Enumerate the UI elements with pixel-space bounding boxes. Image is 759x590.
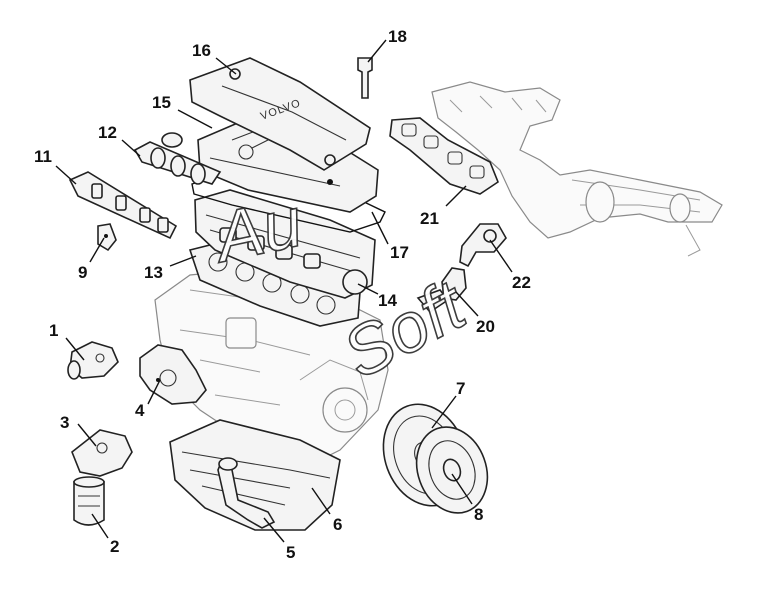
callout-15: 15 bbox=[152, 93, 171, 112]
leader-1 bbox=[65, 337, 85, 361]
callout-16: 16 bbox=[192, 41, 211, 60]
callout-1: 1 bbox=[49, 321, 58, 340]
leader-15 bbox=[177, 109, 213, 129]
leader-16 bbox=[215, 57, 237, 75]
lifting-eye bbox=[416, 267, 467, 314]
leader-lines bbox=[55, 39, 513, 543]
bracket bbox=[459, 223, 507, 268]
callout-18: 18 bbox=[388, 27, 407, 46]
clutch-disc bbox=[415, 426, 489, 514]
fuel-rail bbox=[68, 171, 178, 240]
callout-3: 3 bbox=[60, 413, 69, 432]
leader-3 bbox=[77, 423, 97, 447]
leader-18 bbox=[367, 39, 387, 63]
leader-13 bbox=[169, 255, 197, 267]
exhaust-manifold-gasket bbox=[389, 117, 499, 195]
callout-8: 8 bbox=[474, 505, 483, 524]
callout-14: 14 bbox=[378, 291, 397, 310]
leader-11 bbox=[55, 165, 77, 185]
callout-labels: 1 2 3 4 5 6 7 8 9 11 12 13 14 15 16 17 1… bbox=[34, 27, 531, 562]
callout-2: 2 bbox=[110, 537, 119, 556]
camshaft bbox=[133, 132, 222, 185]
leader-5 bbox=[263, 517, 285, 543]
leader-20 bbox=[455, 291, 479, 317]
callout-6: 6 bbox=[333, 515, 342, 534]
leader-22 bbox=[489, 239, 513, 273]
water-pump-housing bbox=[139, 344, 207, 405]
oil-pan bbox=[169, 419, 341, 531]
callout-11: 11 bbox=[34, 147, 52, 166]
cylinder-head bbox=[194, 189, 376, 299]
leader-6 bbox=[311, 487, 331, 515]
oil-pickup-tube bbox=[217, 457, 276, 529]
valve-cover-top: VOLVO bbox=[189, 57, 371, 171]
watermark-text-a: Au bbox=[205, 183, 309, 278]
leader-12 bbox=[121, 139, 141, 157]
callout-21: 21 bbox=[420, 209, 439, 228]
leader-8 bbox=[451, 473, 473, 505]
callout-13: 13 bbox=[144, 263, 163, 282]
thermostat-housing bbox=[67, 341, 119, 380]
leader-21 bbox=[445, 185, 467, 207]
leader-14 bbox=[357, 283, 379, 295]
oil-filter bbox=[73, 476, 105, 526]
callout-4: 4 bbox=[135, 401, 145, 420]
callout-20: 20 bbox=[476, 317, 495, 336]
bolt bbox=[357, 57, 373, 99]
callout-5: 5 bbox=[286, 543, 295, 562]
exhaust-manifold bbox=[431, 81, 723, 257]
callout-22: 22 bbox=[512, 273, 531, 292]
leader-4 bbox=[147, 379, 161, 405]
leader-17 bbox=[371, 211, 389, 245]
callout-7: 7 bbox=[456, 379, 465, 398]
oil-filter-bracket bbox=[71, 429, 133, 477]
leader-2 bbox=[91, 513, 109, 539]
sensor bbox=[97, 223, 117, 252]
callout-12: 12 bbox=[98, 123, 117, 142]
callout-17: 17 bbox=[390, 243, 409, 262]
callout-9: 9 bbox=[78, 263, 87, 282]
leader-7 bbox=[431, 395, 457, 429]
leader-9 bbox=[89, 237, 105, 263]
